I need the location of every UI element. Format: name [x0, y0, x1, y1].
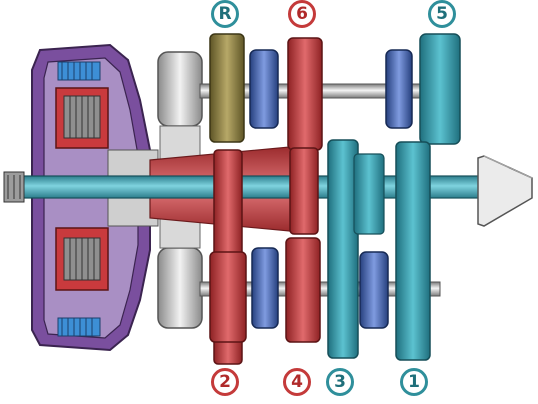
gear-label-6: 6: [288, 0, 316, 28]
gear-label-1: 1: [400, 368, 428, 396]
reverse-gear: [209, 33, 245, 143]
gear-4-6-driver: [289, 147, 319, 235]
gear-4-driven: [285, 237, 321, 343]
synchronizer-1-3: [359, 251, 389, 329]
clutch-pack-upper: [55, 87, 109, 149]
clutch-springs-bottom: [57, 317, 101, 337]
gear-label-2: 2: [211, 368, 239, 396]
clutch-pack-lower: [55, 227, 109, 291]
gear-label-5: 5: [428, 0, 456, 28]
gear-1-driver: [395, 141, 431, 361]
gear-5-driven: [419, 33, 461, 145]
output-cone: [477, 155, 533, 227]
synchronizer-r-6: [249, 49, 279, 129]
gear-5-driver: [353, 153, 385, 235]
synchronizer-2-4: [251, 247, 279, 329]
gear-3-driver: [327, 139, 359, 359]
clutch-springs-top: [57, 61, 101, 81]
synchronizer-5: [385, 49, 413, 129]
gear-6-driven: [287, 37, 323, 151]
gear-2-driven: [209, 251, 247, 343]
gear-label-reverse: R: [211, 0, 239, 28]
gear-label-3: 3: [326, 368, 354, 396]
gear-label-4: 4: [283, 368, 311, 396]
